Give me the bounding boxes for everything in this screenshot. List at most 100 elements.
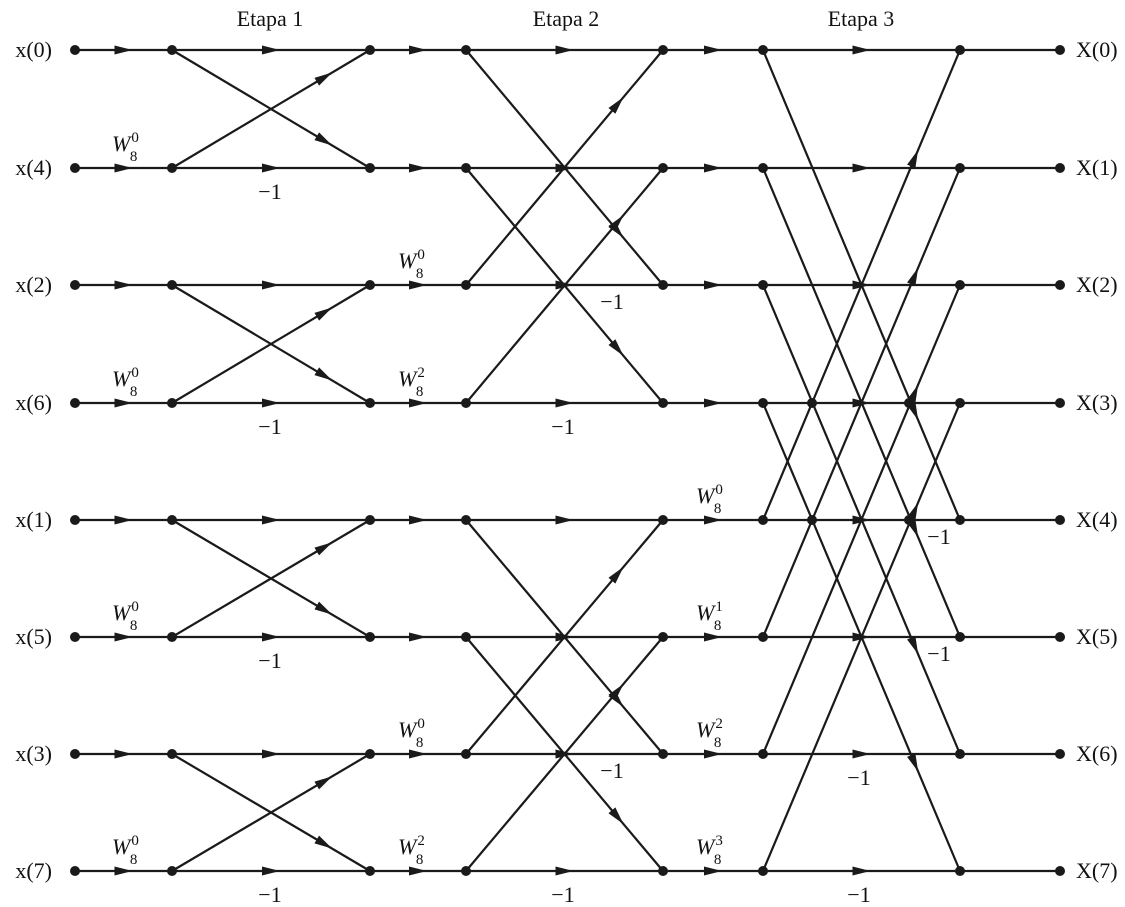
row-0-arrow-4 bbox=[704, 45, 722, 55]
output-label-2: X(2) bbox=[1076, 272, 1118, 297]
input-label-1: x(4) bbox=[15, 155, 52, 180]
node-r2-c3 bbox=[461, 280, 471, 290]
node-r6-c1 bbox=[167, 749, 177, 759]
node-r4-c2 bbox=[365, 515, 375, 525]
stage1-cross-up-5-4 bbox=[171, 519, 371, 638]
input-label-3: x(6) bbox=[15, 390, 52, 415]
node-r2-c7 bbox=[1055, 280, 1065, 290]
stage2-neg-r6: −1 bbox=[600, 758, 623, 783]
node-r2-c0 bbox=[70, 280, 80, 290]
row-4-arrow-0 bbox=[114, 515, 133, 525]
row-7-arrow-3 bbox=[555, 866, 574, 876]
output-label-5: X(5) bbox=[1076, 624, 1118, 649]
row-5-arrow-3 bbox=[555, 632, 574, 642]
node-r3-c6 bbox=[955, 398, 965, 408]
node-r3-c5 bbox=[758, 398, 768, 408]
node-r3-c3 bbox=[461, 398, 471, 408]
row-5-arrow-0 bbox=[114, 632, 133, 642]
row-5-arrow-2 bbox=[409, 632, 427, 642]
row-1-arrow-0 bbox=[114, 163, 133, 173]
stage3-arrow-up-5-1 bbox=[907, 267, 919, 286]
row-2-arrow-4 bbox=[704, 280, 722, 290]
stage1-arrow-up-3-2 bbox=[314, 307, 333, 321]
node-r3-c7 bbox=[1055, 398, 1065, 408]
stage2-arrow-up-3-1 bbox=[608, 215, 624, 232]
node-r2-c4 bbox=[658, 280, 668, 290]
node-r0-c3 bbox=[461, 45, 471, 55]
stage1-cross-up-1-0 bbox=[171, 49, 371, 169]
node-r5-c6 bbox=[955, 632, 965, 642]
stage1-neg-r5: −1 bbox=[258, 648, 281, 673]
stage2-arrow-up-2-0 bbox=[608, 97, 624, 114]
node-r0-c2 bbox=[365, 45, 375, 55]
stage2-neg-r3: −1 bbox=[551, 414, 574, 439]
node-r0-c1 bbox=[167, 45, 177, 55]
node-r3-c2 bbox=[365, 398, 375, 408]
output-label-6: X(6) bbox=[1076, 741, 1118, 766]
output-label-1: X(1) bbox=[1076, 155, 1118, 180]
stage1-arrow-up-7-6 bbox=[314, 776, 333, 790]
row-0-arrow-2 bbox=[409, 45, 427, 55]
stage2-arrow-down-1-3 bbox=[608, 339, 624, 356]
node-r1-c2 bbox=[365, 163, 375, 173]
row-4-arrow-1 bbox=[262, 515, 280, 525]
node-r4-c4 bbox=[658, 515, 668, 525]
row-7-arrow-4 bbox=[704, 866, 722, 876]
stage1-neg-r3: −1 bbox=[258, 414, 281, 439]
node-r7-c1 bbox=[167, 866, 177, 876]
node-r0-c7 bbox=[1055, 45, 1065, 55]
row-3-arrow-1 bbox=[262, 398, 280, 408]
node-r2-c2 bbox=[365, 280, 375, 290]
stage2-arrow-down-5-7 bbox=[608, 807, 624, 825]
node-r0-c5 bbox=[758, 45, 768, 55]
input-label-0: x(0) bbox=[15, 37, 52, 62]
row-7-arrow-0 bbox=[114, 866, 133, 876]
node-r0-c0 bbox=[70, 45, 80, 55]
node-r4-c0 bbox=[70, 515, 80, 525]
output-label-4: X(4) bbox=[1076, 507, 1118, 532]
stage2-neg-r7: −1 bbox=[551, 882, 574, 907]
row-0-arrow-1 bbox=[262, 45, 280, 55]
crossing-node-0 bbox=[807, 398, 817, 408]
node-r0-c6 bbox=[955, 45, 965, 55]
stage-label-1: Etapa 1 bbox=[237, 6, 304, 31]
row-7-arrow-2 bbox=[409, 866, 427, 876]
node-r5-c5 bbox=[758, 632, 768, 642]
row-7-arrow-1 bbox=[262, 866, 280, 876]
node-r5-c0 bbox=[70, 632, 80, 642]
row-0-arrow-3 bbox=[555, 45, 574, 55]
node-r3-c1 bbox=[167, 398, 177, 408]
node-r2-c5 bbox=[758, 280, 768, 290]
row-6-arrow-4 bbox=[704, 749, 722, 759]
row-4-arrow-3 bbox=[555, 515, 574, 525]
row-6-arrow-3 bbox=[555, 749, 574, 759]
row-1-arrow-4 bbox=[704, 163, 722, 173]
stage3-neg-r5: −1 bbox=[927, 641, 950, 666]
row-4-arrow-4 bbox=[704, 515, 722, 525]
node-r4-c5 bbox=[758, 515, 768, 525]
node-r6-c0 bbox=[70, 749, 80, 759]
node-r7-c3 bbox=[461, 866, 471, 876]
node-r6-c4 bbox=[658, 749, 668, 759]
stage1-arrow-down-6-7 bbox=[314, 835, 333, 849]
node-r1-c6 bbox=[955, 163, 965, 173]
node-r7-c4 bbox=[658, 866, 668, 876]
output-label-3: X(3) bbox=[1076, 390, 1118, 415]
crossing-node-1 bbox=[904, 398, 914, 408]
stage1-arrow-up-1-0 bbox=[314, 72, 333, 86]
stage1-cross-up-7-6 bbox=[171, 753, 371, 872]
stage1-cross-up-3-2 bbox=[171, 284, 371, 404]
node-r4-c1 bbox=[167, 515, 177, 525]
node-r4-c7 bbox=[1055, 515, 1065, 525]
node-r6-c7 bbox=[1055, 749, 1065, 759]
stage3-neg-r4: −1 bbox=[927, 524, 950, 549]
row-5-arrow-5 bbox=[852, 632, 871, 642]
